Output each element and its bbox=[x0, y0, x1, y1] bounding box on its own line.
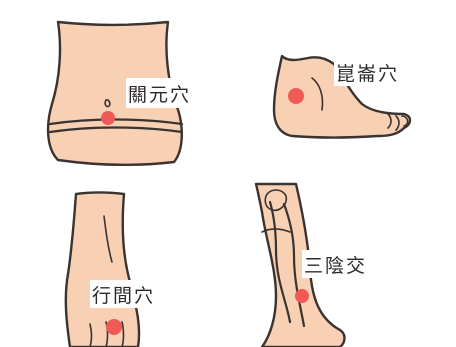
label-guanyuan: 關元穴 bbox=[128, 84, 191, 106]
panel-abdomen: 關元穴 bbox=[48, 22, 218, 165]
panel-lower-leg: 三陰交 bbox=[256, 184, 394, 347]
panel-foot-top: 行間穴 bbox=[66, 193, 182, 347]
label-kunlun: 崑崙穴 bbox=[336, 63, 399, 85]
foot-top-shape bbox=[66, 193, 139, 347]
label-xingjian: 行間穴 bbox=[92, 285, 155, 307]
label-sanyinjiao: 三陰交 bbox=[304, 255, 367, 277]
acupoint-guanyuan-marker bbox=[101, 111, 115, 125]
acupoint-kunlun-marker bbox=[288, 88, 304, 104]
acupoint-sanyinjiao-marker bbox=[295, 289, 309, 303]
acupoint-xingjian-marker bbox=[106, 319, 122, 335]
panel-ankle-outer: 崑崙穴 bbox=[274, 56, 426, 138]
